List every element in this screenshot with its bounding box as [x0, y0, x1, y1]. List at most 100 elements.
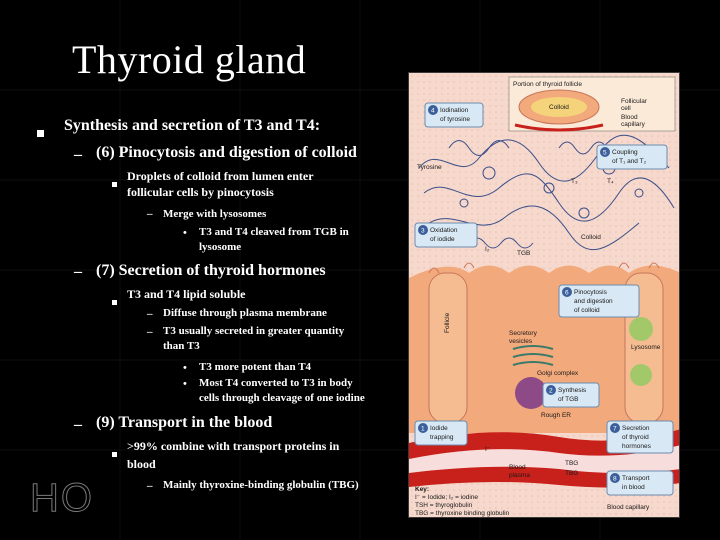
svg-text:Pinocytosis: Pinocytosis: [574, 289, 608, 296]
label-iodide: I⁻: [485, 446, 490, 453]
label-secretory-1: Secretory: [509, 330, 538, 337]
svg-text:Iodide: Iodide: [430, 425, 448, 432]
svg-text:of colloid: of colloid: [574, 307, 600, 314]
label-tgb: TGB: [517, 250, 530, 257]
svg-text:7: 7: [613, 426, 617, 433]
svg-text:trapping: trapping: [430, 434, 454, 441]
bullet-step9: (9) Transport in the blood: [96, 414, 273, 431]
bullet-step7-a-ii-2-line2: cells through cleavage of one iodine: [199, 392, 365, 404]
inset-title: Portion of thyroid follicle: [513, 81, 582, 88]
bullet-step7-a-ii-2-line1: Most T4 converted to T3 in body: [199, 377, 353, 389]
thyroid-follicle-diagram: Portion of thyroid follicle Colloid Foll…: [408, 72, 680, 518]
bullet-step7-a-ii-1: T3 more potent than T4: [199, 361, 312, 373]
level3-bullet-icon: [112, 292, 117, 310]
svg-text:Synthesis: Synthesis: [558, 387, 587, 394]
svg-text:5: 5: [603, 150, 607, 157]
svg-text:in blood: in blood: [622, 484, 645, 491]
svg-text:TSH = thyroglobulin: TSH = thyroglobulin: [415, 502, 473, 509]
slide-title: Thyroid gland: [72, 37, 307, 82]
label-colloid: Colloid: [581, 234, 601, 241]
label-golgi: Golgi complex: [537, 370, 579, 377]
svg-text:1: 1: [421, 426, 425, 433]
svg-text:of T₁ and T₂: of T₁ and T₂: [612, 158, 647, 165]
watermark-letters: HO: [30, 476, 94, 521]
bullet-step9-a-line1: >99% combine with transport proteins in: [127, 439, 340, 453]
svg-text:8: 8: [613, 476, 617, 483]
dash-icon: –: [74, 146, 82, 163]
svg-text:hormones: hormones: [622, 443, 652, 450]
bullet-step6-a-i-1-line2: lysosome: [199, 241, 242, 253]
bullet-step9-a-i: Mainly thyroxine-binding globulin (TBG): [163, 479, 359, 491]
svg-text:Secretion: Secretion: [622, 425, 650, 432]
svg-text:of tyrosine: of tyrosine: [440, 116, 470, 123]
dot-icon: •: [183, 362, 187, 374]
dot-icon: •: [183, 378, 187, 390]
bullet-step6-a-line1: Droplets of colloid from lumen enter: [127, 169, 314, 183]
inset-blood-label-2: capillary: [621, 121, 646, 128]
step-box-6: 6 Pinocytosis and digestion of colloid: [558, 284, 640, 318]
step-box-8: 8 Transport in blood: [606, 470, 674, 496]
svg-text:I⁻ = Iodide; I₂ = iodine: I⁻ = Iodide; I₂ = iodine: [415, 494, 478, 501]
bullet-step6: (6) Pinocytosis and digestion of colloid: [96, 144, 357, 161]
label-lysosome: Lysosome: [631, 344, 661, 351]
svg-text:2: 2: [549, 388, 553, 395]
svg-text:6: 6: [565, 290, 569, 297]
bullet-list: Synthesis and secretion of T3 and T4: – …: [37, 117, 365, 492]
dash-icon: –: [147, 308, 153, 320]
bullet-step6-a-i-1-line1: T3 and T4 cleaved from TGB in: [199, 226, 349, 238]
level1-bullet-icon: [37, 124, 44, 142]
label-blood-capillary: Blood capillary: [607, 504, 650, 511]
step-box-7: 7 Secretion of thyroid hormones: [606, 420, 674, 454]
label-tyrosine: Tyrosine: [417, 164, 442, 171]
inset-follicular-label-2: cell: [621, 105, 631, 112]
bullet-step7: (7) Secretion of thyroid hormones: [96, 262, 326, 279]
svg-text:TBG = thyroxine binding globul: TBG = thyroxine binding globulin: [415, 510, 510, 517]
step-box-1: 1 Iodide trapping: [414, 420, 468, 446]
level3-bullet-icon: [112, 444, 117, 462]
svg-text:3: 3: [421, 228, 425, 235]
bullet-step6-a-line2: follicular cells by pinocytosis: [127, 185, 274, 199]
label-tbg-2: TBG: [565, 470, 578, 477]
bullet-step7-a: T3 and T4 lipid soluble: [127, 287, 246, 301]
svg-text:of iodide: of iodide: [430, 236, 455, 243]
diagram-svg: Portion of thyroid follicle Colloid Foll…: [409, 73, 679, 517]
svg-text:and digestion: and digestion: [574, 298, 613, 305]
label-blood-plasma-2: plasma: [509, 472, 530, 479]
svg-text:Oxidation: Oxidation: [430, 227, 458, 234]
svg-text:Coupling: Coupling: [612, 149, 638, 156]
label-blood-plasma-1: Blood: [509, 464, 526, 471]
dash-icon: –: [147, 208, 153, 220]
label-t4: T₄: [607, 178, 614, 185]
svg-text:of TGB: of TGB: [558, 396, 578, 403]
colloid-strands: [418, 134, 675, 251]
step-box-4: 4 Iodination of tyrosine: [424, 102, 484, 128]
label-rough-er: Rough ER: [541, 412, 571, 419]
bullet-main: Synthesis and secretion of T3 and T4:: [64, 117, 321, 134]
dash-icon: –: [74, 416, 82, 433]
label-tbg-1: TBG: [565, 460, 578, 467]
label-i2: I₂: [485, 246, 490, 253]
svg-text:Iodination: Iodination: [440, 107, 469, 114]
label-secretory-2: vesicles: [509, 338, 533, 345]
bullet-step7-a-ii-line2: than T3: [163, 340, 200, 352]
step-box-2: 2 Synthesis of TGB: [542, 382, 600, 408]
diagram-key: Key: I⁻ = Iodide; I₂ = iodine TSH = thyr…: [415, 486, 510, 517]
svg-text:Transport: Transport: [622, 475, 650, 482]
dash-icon: –: [74, 263, 82, 280]
dot-icon: •: [183, 227, 187, 239]
dash-icon: –: [147, 480, 153, 492]
bullet-step6-a-i: Merge with lysosomes: [163, 208, 267, 220]
label-t3: T₃: [571, 178, 578, 185]
dash-icon: –: [147, 326, 153, 338]
level3-bullet-icon: [112, 174, 117, 192]
inset-follicular-label-1: Follicular: [621, 98, 648, 105]
inset-blood-label-1: Blood: [621, 114, 638, 121]
svg-text:4: 4: [431, 108, 435, 115]
bullet-step9-a-line2: blood: [127, 457, 156, 471]
label-follicle: Follicle: [444, 312, 451, 333]
svg-text:of thyroid: of thyroid: [622, 434, 649, 441]
inset-follicle: Portion of thyroid follicle Colloid Foll…: [508, 76, 676, 132]
step-box-5: 5 Coupling of T₁ and T₂: [596, 144, 668, 170]
bullet-step7-a-i: Diffuse through plasma membrane: [163, 307, 327, 319]
